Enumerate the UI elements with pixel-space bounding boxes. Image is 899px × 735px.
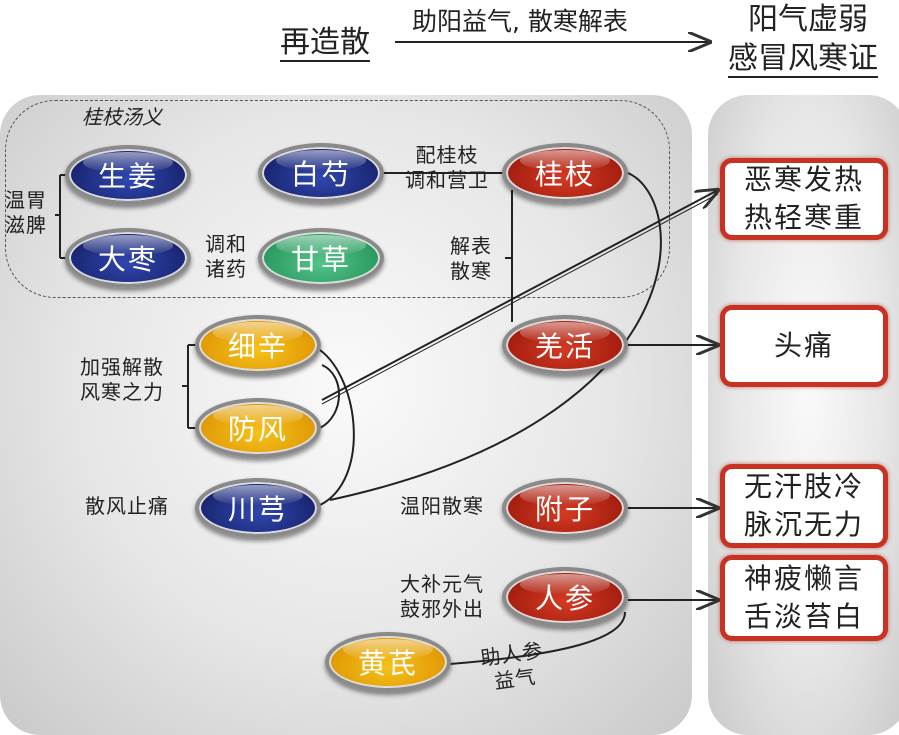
herb-gancao: 甘草 xyxy=(258,228,384,288)
label-tiaohe-zhuyao: 调和诸药 xyxy=(205,232,247,281)
symptom-box-1: 恶寒发热热轻寒重 xyxy=(720,158,888,240)
group-title: 桂枝汤义 xyxy=(82,105,162,129)
syndrome-title-1: 阳气虚弱 xyxy=(748,2,868,37)
guizhi-decoction-group xyxy=(5,100,670,298)
label-jiaqiang: 加强解散风寒之力 xyxy=(80,355,164,404)
symptom-box-2: 头痛 xyxy=(720,305,888,387)
herb-dazao: 大枣 xyxy=(65,228,191,288)
herb-fuzi: 附子 xyxy=(502,478,628,538)
xixin-chuanxiong-curve xyxy=(319,349,355,506)
label-dabu: 大补元气鼓邪外出 xyxy=(400,572,484,621)
herb-fangfeng: 防风 xyxy=(195,398,321,458)
formula-title: 再造散 xyxy=(280,25,370,62)
label-zhurenshen: 助人参益气 xyxy=(478,637,545,694)
symptom-box-3: 无汗肢冷脉沉无力 xyxy=(720,464,888,548)
syndrome-title-2: 感冒风寒证 xyxy=(728,41,878,78)
herb-huangqi: 黄芪 xyxy=(325,632,451,692)
connectors xyxy=(55,0,899,665)
label-pei-guizhi: 配桂枝调和营卫 xyxy=(405,143,489,192)
label-wenwei: 温胃滋脾 xyxy=(5,188,47,237)
huangqi-renshen-curve xyxy=(449,611,626,665)
herb-baishao: 白芍 xyxy=(258,143,384,203)
herb-renshen: 人参 xyxy=(502,567,628,627)
action-text: 助阳益气, 散寒解表 xyxy=(412,7,628,36)
herb-shengjiang: 生姜 xyxy=(65,145,191,205)
herb-guizhi: 桂枝 xyxy=(502,143,628,203)
label-wenyang: 温阳散寒 xyxy=(400,494,484,518)
label-jiebiao: 解表散寒 xyxy=(450,234,492,283)
to-symptom-1 xyxy=(321,190,718,401)
herb-qianghuo: 羌活 xyxy=(502,315,628,375)
herb-chuanxiong: 川芎 xyxy=(195,478,321,538)
guizhi-curve xyxy=(329,172,662,501)
symptom-box-4: 神疲懒言舌淡苔白 xyxy=(720,555,888,641)
herb-xixin: 细辛 xyxy=(195,315,321,375)
label-sanfeng: 散风止痛 xyxy=(85,494,169,518)
